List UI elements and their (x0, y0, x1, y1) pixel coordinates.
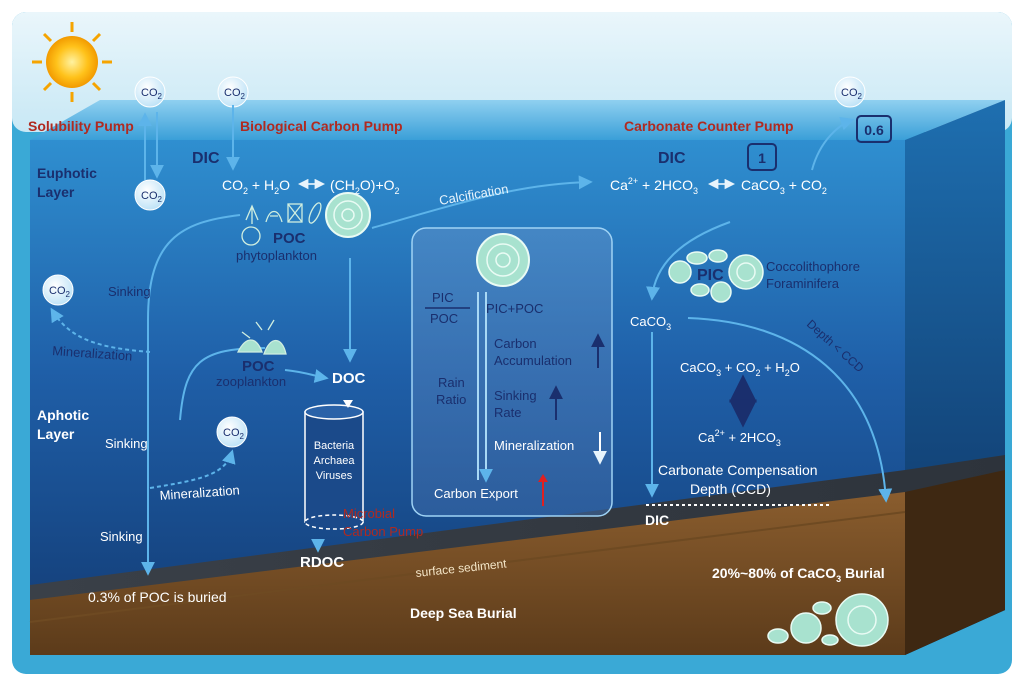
panel-poc: POC (430, 311, 458, 326)
export-up-head (538, 474, 548, 482)
panel-rain-1: Rain (438, 375, 465, 390)
ccd-label-2: Depth (CCD) (690, 481, 771, 497)
photosynthesis-products: (CH2O)+O2 (330, 177, 400, 196)
co2-bubble: CO2 (134, 179, 166, 211)
sinking-label-lower: Sinking (100, 529, 143, 544)
calcification-arrow (371, 175, 593, 229)
deep-sea-burial-label: Deep Sea Burial (410, 605, 517, 621)
microbial-pump-label-1: Microbial (343, 506, 395, 521)
ccd-label-1: Carbonate Compensation (658, 462, 818, 478)
ratio-one-value: 1 (758, 150, 766, 166)
dissolution-top: CaCO3 + CO2 + H2O (680, 360, 800, 378)
poc-phyto-label: POC (273, 230, 306, 247)
dic-label-bottom: DIC (645, 512, 669, 528)
coccolithophore-large-icon (325, 192, 371, 238)
co2-bubble: CO2 (217, 76, 249, 108)
depth-ccd-arrow (687, 317, 893, 503)
rain-ratio-panel (411, 227, 613, 517)
dic-label-right: DIC (658, 150, 686, 167)
co2-bubble: CO2 (134, 76, 166, 108)
poc-buried-label: 0.3% of POC is buried (88, 589, 227, 605)
co2-bubble-label: CO2 (223, 427, 245, 441)
biological-pump-label: Biological Carbon Pump (240, 118, 403, 134)
mineralization-label-lower: Mineralization (159, 482, 240, 503)
ratio-box-one (747, 143, 777, 171)
phytoplankton-label: phytoplankton (236, 248, 317, 263)
panel-carbon-export: Carbon Export (434, 486, 518, 501)
coccolithophore-panel-icon (476, 233, 530, 287)
pic-to-caco3-arrow (646, 221, 731, 301)
panel-carbon-1: Carbon (494, 336, 537, 351)
ratio-box-point6 (856, 115, 892, 143)
co2-bubble: CO2 (216, 416, 248, 448)
caco3-burial-label: 20%~80% of CaCO3 Burial (712, 565, 885, 584)
sun-icon (32, 22, 112, 102)
coccolithophore-label: Coccolithophore (766, 259, 860, 274)
co2-bubble-label: CO2 (49, 285, 71, 299)
euphotic-label-2: Layer (37, 184, 75, 200)
doc-label: DOC (332, 370, 366, 387)
dissolution-bottom: Ca2+ + 2HCO3 (698, 428, 781, 448)
mineralization-lower-arrow (149, 449, 236, 489)
viruses-label: Viruses (316, 470, 353, 482)
solubility-pump-label: Solubility Pump (28, 118, 134, 134)
pic-organisms-icon (668, 249, 764, 303)
panel-sinking-2: Rate (494, 405, 521, 420)
co2-bubble: CO2 (42, 274, 74, 306)
mineralization-label-upper: Mineralization (52, 343, 133, 364)
pic-label: PIC (697, 267, 724, 284)
sediment-side (905, 470, 1005, 655)
archaea-label: Archaea (314, 455, 356, 467)
zooplankton-icon (236, 319, 287, 355)
carbonate-pump-label: Carbonate Counter Pump (624, 118, 794, 134)
mineralization-upper-arrow (50, 307, 151, 353)
panel-pic-poc: PIC+POC (486, 301, 543, 316)
aphotic-label-1: Aphotic (37, 407, 89, 423)
sediment-line (29, 511, 906, 623)
panel-pic: PIC (432, 290, 454, 305)
phytoplankton-icon (241, 202, 322, 246)
co2-bubble-label: CO2 (141, 87, 163, 101)
poc-zoo-label: POC (242, 358, 275, 375)
sediment-layer (30, 492, 905, 655)
co2-bubble-label: CO2 (141, 190, 163, 204)
dic-label-left: DIC (192, 150, 220, 167)
ratio-point6-value: 0.6 (864, 122, 884, 138)
sinking-main-arrow (141, 214, 241, 576)
zoo-to-doc-arrow (284, 369, 329, 383)
sinking-label-upper: Sinking (108, 284, 151, 299)
euphotic-label-1: Euphotic (37, 165, 97, 181)
panel-mineralization: Mineralization (494, 438, 574, 453)
photosynthesis-equation: CO2 + H2O (222, 177, 290, 196)
ocean-surface (30, 100, 1005, 140)
calcification-products: CaCO3 + CO2 (741, 177, 827, 196)
calcification-equation: Ca2+ + 2HCO3 (610, 176, 698, 196)
panel-rain-2: Ratio (436, 392, 466, 407)
sinking-label-middle: Sinking (105, 436, 148, 451)
doc-to-cylinder-arrow (343, 400, 353, 408)
foraminifera-label: Foraminifera (766, 276, 840, 291)
carbonate-up-arrow (811, 116, 855, 171)
caco3-label: CaCO3 (630, 314, 671, 332)
co2-bubble-label: CO2 (841, 87, 863, 101)
zooplankton-label: zooplankton (216, 374, 286, 389)
co2-bubble: CO2 (834, 76, 866, 108)
bacteria-label: Bacteria (314, 440, 355, 452)
panel-carbon-2: Accumulation (494, 353, 572, 368)
buried-shells-icon (767, 593, 889, 647)
microbial-cylinder-icon (304, 404, 364, 530)
co2-bubble-label: CO2 (224, 87, 246, 101)
microbial-pump-label-2: Carbon Pump (343, 524, 423, 539)
panel-sinking-1: Sinking (494, 388, 537, 403)
rdoc-label: RDOC (300, 554, 344, 571)
aphotic-label-2: Layer (37, 426, 75, 442)
